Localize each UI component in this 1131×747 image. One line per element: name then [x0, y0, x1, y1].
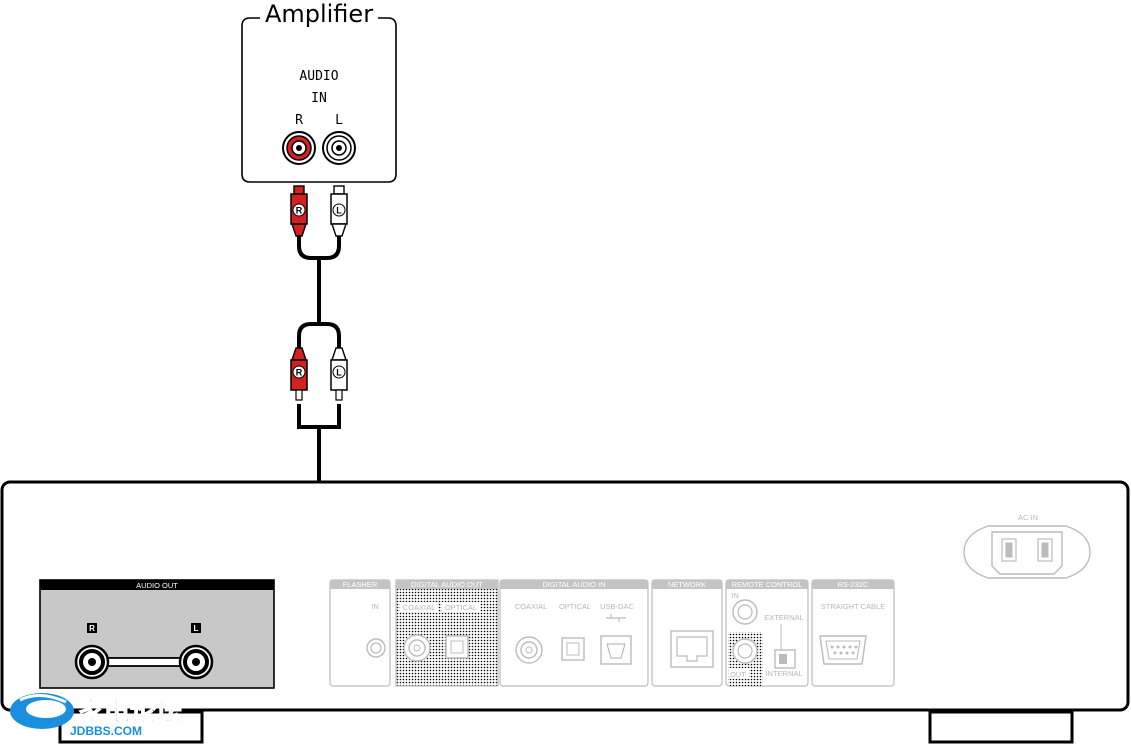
upper-plug-l: L — [330, 185, 348, 237]
din-optical: OPTICAL — [559, 602, 591, 611]
din-usb: USB-DAC — [600, 602, 634, 611]
remote-internal: INTERNAL — [765, 669, 802, 678]
remote-label: REMOTE CONTROL — [732, 580, 803, 589]
amp-jack-l — [322, 131, 356, 165]
flasher-section — [329, 579, 391, 687]
remote-in: IN — [731, 591, 739, 600]
amp-jack-r — [282, 131, 316, 165]
network-label: NETWORK — [668, 580, 706, 589]
ac-in-socket — [963, 525, 1091, 579]
amplifier-title: Amplifier — [265, 0, 373, 28]
flasher-label: FLASHER — [343, 580, 378, 589]
lower-plug-r: R — [290, 347, 308, 401]
watermark-logo: 家电论坛 JDBBS.COM — [10, 693, 183, 738]
digital-in-section — [499, 579, 649, 687]
amp-l-label: L — [335, 113, 343, 128]
amplifier-outline — [241, 17, 397, 183]
remote-external: EXTERNAL — [764, 613, 804, 622]
svg-text:L: L — [336, 368, 342, 378]
din-coaxial: COAXIAL — [515, 602, 548, 611]
remote-section — [725, 579, 809, 687]
foot-left — [58, 710, 204, 744]
remote-out: OUT — [730, 670, 746, 679]
rs232-sub: STRAIGHT CABLE — [821, 602, 885, 611]
network-section — [651, 579, 723, 687]
dout-optical: OPTICAL — [445, 603, 477, 612]
svg-text:R: R — [296, 206, 303, 216]
flasher-in: IN — [371, 602, 379, 611]
digital-out-section — [395, 579, 499, 687]
amp-in-label: IN — [311, 91, 327, 106]
svg-text:AUDIO OUT: AUDIO OUT — [136, 581, 178, 590]
upper-plug-r: R — [290, 185, 308, 237]
svg-text:R: R — [89, 624, 95, 633]
amplifier: Amplifier AUDIO IN R L — [241, 0, 397, 183]
amp-r-label: R — [295, 113, 303, 128]
ac-in-label: AC IN — [1018, 513, 1038, 522]
audio-out-jack-l — [178, 644, 214, 680]
audio-out-panel: AUDIO OUT R L — [39, 579, 275, 689]
svg-text:L: L — [194, 624, 199, 633]
svg-text:R: R — [296, 368, 303, 378]
watermark-text: 家电论坛 — [78, 697, 182, 728]
digital-out-label: DIGITAL AUDIO OUT — [411, 580, 483, 589]
svg-text:L: L — [336, 206, 342, 216]
watermark-url: JDBBS.COM — [70, 724, 142, 738]
device-rear-panel: AUDIO OUT R L FLASHER IN — [0, 480, 1130, 744]
foot-right — [928, 710, 1074, 744]
lower-plug-l: L — [330, 347, 348, 401]
audio-out-jack-r — [74, 644, 110, 680]
rs232-section — [811, 579, 895, 687]
digital-in-label: DIGITAL AUDIO IN — [542, 580, 605, 589]
amp-audio-label: AUDIO — [299, 69, 338, 84]
rs232-label: RS-232C — [838, 580, 869, 589]
dout-coaxial: COAXIAL — [403, 603, 436, 612]
